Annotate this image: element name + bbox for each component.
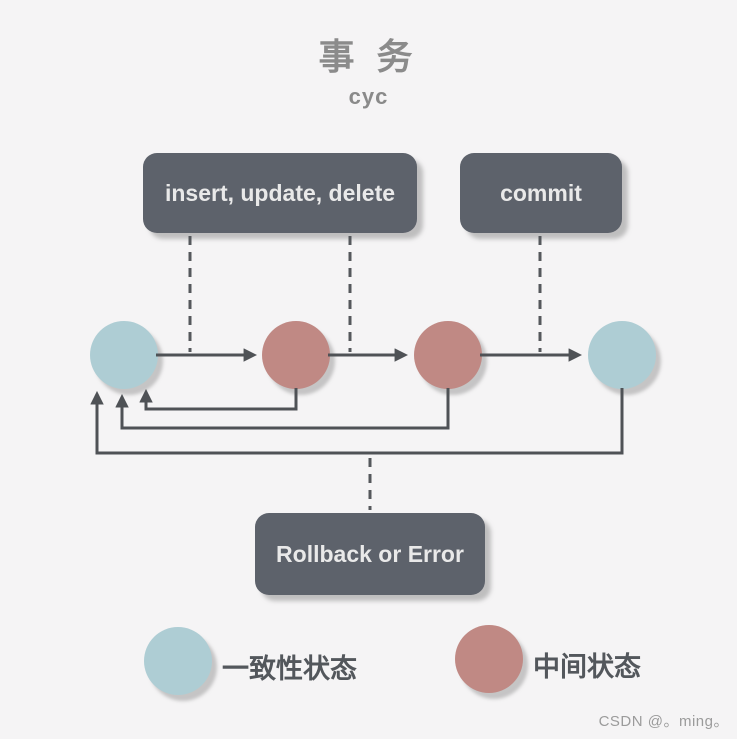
return-arrow-from-state3 xyxy=(115,388,450,430)
commit-box-label: commit xyxy=(500,179,582,206)
commit-box: commit xyxy=(460,153,622,233)
page-title: 事 务 xyxy=(318,36,419,77)
return-arrow-from-state4 xyxy=(90,388,624,455)
node-intermediate-state-2 xyxy=(414,321,482,389)
operations-box: insert, update, delete xyxy=(143,153,417,233)
node-intermediate-state-1 xyxy=(262,321,330,389)
return-arrow-from-state2 xyxy=(139,388,298,411)
node-consistent-state-1 xyxy=(90,321,158,389)
node-consistent-state-2 xyxy=(588,321,656,389)
legend: 一致性状态 中间状态 xyxy=(0,620,737,710)
watermark: CSDN @。ming。 xyxy=(598,713,729,730)
operations-box-label: insert, update, delete xyxy=(164,179,396,206)
legend-swatch-intermediate-state xyxy=(455,625,523,693)
legend-label-consistent-state: 一致性状态 xyxy=(222,654,357,684)
page-subtitle: cyc xyxy=(348,84,389,109)
rollback-box-label: Rollback or Error xyxy=(276,540,464,567)
legend-label-intermediate-state: 中间状态 xyxy=(533,652,641,682)
legend-swatch-consistent-state xyxy=(144,627,212,695)
rollback-box: Rollback or Error xyxy=(255,513,485,595)
